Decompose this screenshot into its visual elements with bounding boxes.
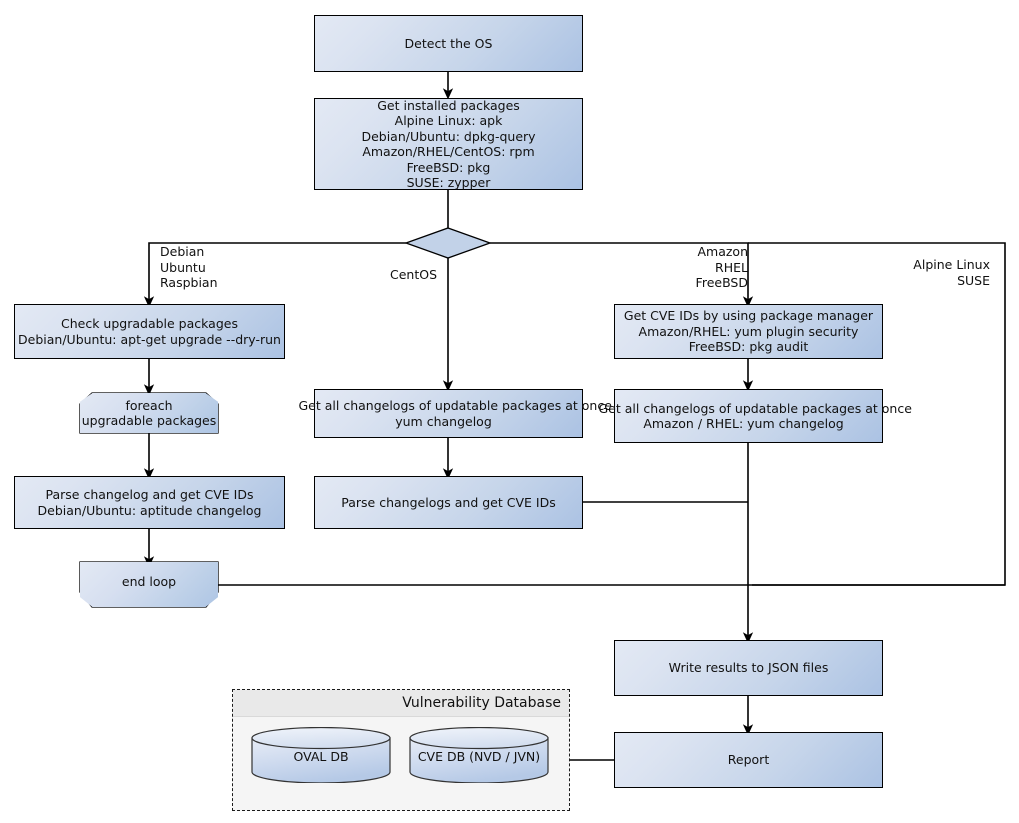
line: foreach <box>125 397 173 413</box>
database-cylinder-cve[interactable]: CVE DB (NVD / JVN) <box>409 726 549 784</box>
node-end-loop-label: end loop <box>121 573 177 589</box>
node-write-results-label: Write results to JSON files <box>668 660 829 676</box>
node-detect-os[interactable]: Detect the OS <box>314 15 583 72</box>
line: FreeBSD: pkg audit <box>688 339 809 355</box>
node-parse-changelogs-centos-label: Parse changelogs and get CVE IDs <box>341 494 556 510</box>
node-get-cve-pkgmgr[interactable]: Get CVE IDs by using package manager Ama… <box>614 304 883 359</box>
node-report-label: Report <box>727 752 770 768</box>
node-check-upgradable[interactable]: Check upgradable packages Debian/Ubuntu:… <box>14 304 285 359</box>
line: Get installed packages <box>377 97 520 113</box>
database-cylinder-oval-label: OVAL DB <box>293 749 349 764</box>
line: Amazon/RHEL/CentOS: rpm <box>362 144 535 159</box>
node-report[interactable]: Report <box>614 732 883 788</box>
edge-label-centos: CentOS <box>390 267 438 282</box>
os-decision-diamond <box>404 227 492 259</box>
node-write-results[interactable]: Write results to JSON files <box>614 640 883 696</box>
line: Debian/Ubuntu: dpkg-query <box>361 128 536 144</box>
line: Get all changelogs of updatable packages… <box>298 398 612 413</box>
node-get-cve-pkgmgr-label: Get CVE IDs by using package manager Ama… <box>624 308 873 355</box>
node-changelogs-rhel[interactable]: Get all changelogs of updatable packages… <box>599 389 912 443</box>
cylinder-shape <box>409 726 549 784</box>
node-parse-changelog-debian[interactable]: Parse changelog and get CVE IDs Debian/U… <box>14 476 285 529</box>
line: Check upgradable packages <box>61 316 238 331</box>
node-check-upgradable-label: Check upgradable packages Debian/Ubuntu:… <box>18 316 281 347</box>
line: Amazon/RHEL: yum plugin security <box>638 323 859 339</box>
node-parse-changelogs-centos[interactable]: Parse changelogs and get CVE IDs <box>314 476 583 529</box>
line: Debian/Ubuntu: aptitude changelog <box>37 502 262 518</box>
line: upgradable packages <box>81 413 217 428</box>
node-foreach-loop-label: foreach upgradable packages <box>82 398 217 429</box>
line: Amazon / RHEL: yum changelog <box>643 416 844 431</box>
node-end-loop[interactable]: end loop <box>80 562 218 607</box>
line: SUSE: zypper <box>406 175 491 190</box>
line: Alpine Linux: apk <box>394 113 503 128</box>
line: Get CVE IDs by using package manager <box>623 308 874 324</box>
line: Get all changelogs of updatable packages… <box>598 400 912 416</box>
line: Parse changelog and get CVE IDs <box>45 487 254 502</box>
database-cylinder-oval[interactable]: OVAL DB <box>251 726 391 784</box>
node-get-installed-packages-label: Get installed packages Alpine Linux: apk… <box>361 98 535 191</box>
node-detect-os-label: Detect the OS <box>404 35 493 51</box>
cylinder-shape <box>251 726 391 784</box>
node-foreach-loop[interactable]: foreach upgradable packages <box>80 393 218 433</box>
node-parse-changelog-debian-label: Parse changelog and get CVE IDs Debian/U… <box>38 487 262 518</box>
vulnerability-database-title: Vulnerability Database <box>233 690 569 717</box>
database-cylinder-cve-label: CVE DB (NVD / JVN) <box>417 749 541 764</box>
line: yum changelog <box>395 413 492 429</box>
node-changelogs-centos[interactable]: Get all changelogs of updatable packages… <box>299 389 612 438</box>
node-get-installed-packages[interactable]: Get installed packages Alpine Linux: apk… <box>314 98 583 190</box>
node-changelogs-rhel-label: Get all changelogs of updatable packages… <box>599 401 912 432</box>
line: FreeBSD: pkg <box>406 159 491 175</box>
line: Debian/Ubuntu: apt-get upgrade --dry-run <box>18 331 281 347</box>
node-changelogs-centos-label: Get all changelogs of updatable packages… <box>299 398 612 429</box>
vulnerability-database-group: Vulnerability Database O <box>232 689 570 811</box>
